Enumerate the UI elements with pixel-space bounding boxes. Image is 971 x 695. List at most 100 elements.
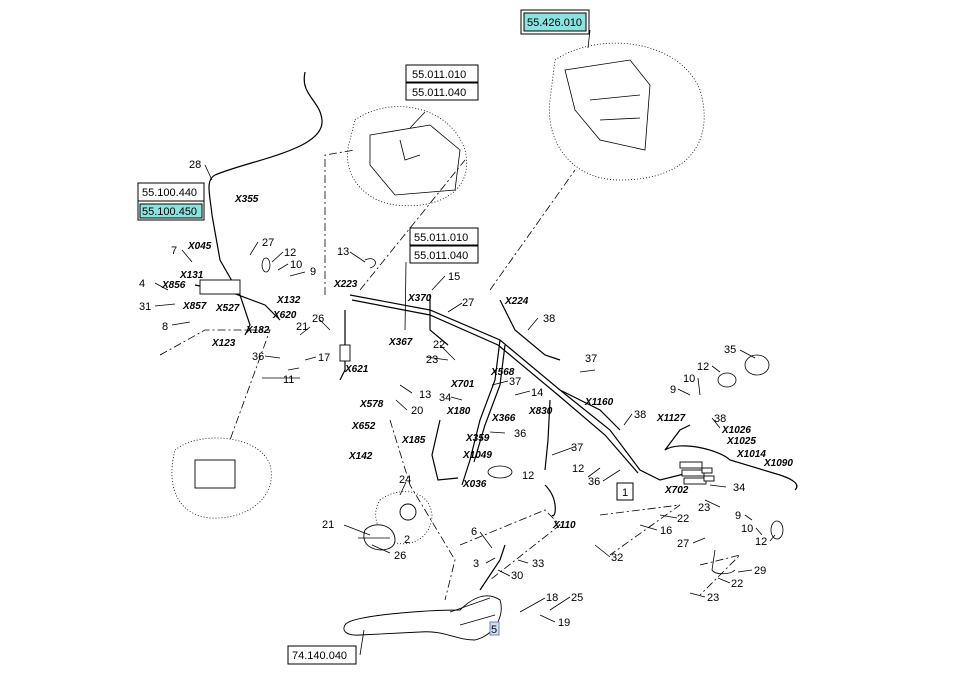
conn-x132: X132: [276, 295, 301, 306]
ref-55426010[interactable]: 55.426.010: [527, 17, 582, 29]
conn-x702: X702: [664, 485, 689, 496]
conn-x857: X857: [182, 301, 207, 312]
conn-x1049: X1049: [462, 450, 492, 461]
harness-main-2: [351, 299, 639, 474]
leader-battery: [159, 329, 271, 441]
item-3: 3: [473, 558, 479, 570]
item-8: 8: [162, 321, 168, 333]
leader-frame: [489, 169, 576, 291]
item-12-c: 12: [697, 361, 709, 373]
loop-35: [744, 354, 770, 376]
item-26-b: 26: [394, 550, 406, 562]
conn-x367: X367: [388, 337, 413, 348]
ref-box-55011010-a[interactable]: [405, 64, 479, 83]
armrest-cable: [479, 544, 506, 591]
item-18: 18: [546, 592, 558, 604]
item-37-b: 37: [571, 442, 583, 454]
item-12-d: 12: [755, 536, 767, 548]
leader-lines: [154, 29, 776, 656]
ref-55011040-b[interactable]: 55.011.040: [414, 250, 468, 262]
item-33: 33: [532, 558, 544, 570]
item-15: 15: [448, 271, 460, 283]
conn-x182: X182: [245, 325, 270, 336]
conn-x180: X180: [446, 406, 471, 417]
leader-right1: [599, 504, 681, 556]
item-9-a: 9: [310, 266, 316, 278]
item-16: 16: [660, 525, 672, 537]
ref-box-55011040-b[interactable]: [409, 245, 479, 264]
item-9-b: 9: [670, 384, 676, 396]
ref-55011010-b[interactable]: 55.011.010: [414, 232, 468, 244]
item-23-b: 23: [698, 502, 710, 514]
armrest: [343, 595, 502, 641]
item-36-a: 36: [252, 351, 264, 363]
item-25: 25: [571, 592, 583, 604]
loop-12-right: [770, 520, 784, 540]
ref-box-5[interactable]: [489, 621, 500, 636]
item-32-a: 32: [611, 552, 623, 564]
item-30: 30: [511, 570, 523, 582]
conn-x1127: X1127: [656, 413, 686, 424]
ref-box-74140040[interactable]: [287, 645, 357, 665]
battery: [194, 459, 236, 489]
ref-55100440[interactable]: 55.100.440: [142, 187, 197, 199]
ref-box-55011010-b[interactable]: [409, 227, 479, 246]
item-12-b: 12: [572, 463, 584, 475]
item-22-a: 22: [433, 339, 445, 351]
connector-block-5: [703, 475, 715, 482]
item-14: 14: [531, 387, 543, 399]
conn-x620: X620: [272, 310, 297, 321]
item-13-a: 13: [337, 246, 349, 258]
conn-x131: X131: [179, 270, 204, 281]
ref-box-55426010[interactable]: [523, 12, 587, 32]
cable-x830: [544, 399, 551, 471]
loop-12-center: [487, 465, 513, 479]
item-9-c: 9: [735, 510, 741, 522]
ref-74140040[interactable]: 74.140.040: [292, 650, 347, 662]
harness-center-2: [473, 344, 506, 463]
item-36-c: 36: [588, 476, 600, 488]
connector-labels: X355 X045 X131 X856 X857 X527 X132 X620 …: [161, 194, 793, 531]
cable-x1160: [559, 389, 621, 431]
item-26-a: 26: [312, 313, 324, 325]
ref-box-55011040-a[interactable]: [405, 82, 479, 101]
joystick-view: [375, 491, 433, 545]
conn-x1014: X1014: [736, 449, 766, 460]
loop-12-left: [261, 257, 271, 273]
harness-center: [461, 339, 501, 486]
item-27-a: 27: [262, 237, 274, 249]
conn-x370: X370: [407, 293, 432, 304]
item-17: 17: [318, 352, 330, 364]
ref-5[interactable]: 5: [491, 624, 497, 636]
armrest-detail: [449, 597, 496, 626]
leader-tank-right: [359, 159, 466, 291]
item-37-a: 37: [509, 376, 521, 388]
leader-joystick: [389, 419, 456, 601]
ref-box-55100450[interactable]: [139, 203, 203, 219]
conn-x123: X123: [211, 338, 236, 349]
conn-x527: X527: [215, 303, 240, 314]
conn-x1090: X1090: [763, 458, 793, 469]
conn-x110: X110: [552, 520, 576, 531]
conn-x355: X355: [234, 194, 259, 205]
connector-x621: [339, 344, 351, 362]
ref-55011010-a[interactable]: 55.011.010: [412, 69, 466, 81]
clip-29: [711, 549, 736, 575]
joystick: [363, 524, 396, 551]
item-35: 35: [724, 344, 736, 356]
item-7: 7: [171, 245, 177, 257]
loop-12-top: [717, 372, 737, 388]
connector-block-3: [683, 477, 707, 485]
item-10-c: 10: [741, 523, 753, 535]
ref-55011040-a[interactable]: 55.011.040: [412, 87, 466, 99]
cable-x370: [429, 295, 449, 346]
ref-55100450[interactable]: 55.100.450: [142, 206, 197, 218]
leader-tank: [324, 149, 356, 295]
item-4: 4: [139, 278, 145, 290]
ref-box-55100450-outer: [137, 200, 205, 221]
ref-1[interactable]: 1: [622, 487, 628, 499]
ref-box-1[interactable]: [616, 482, 634, 501]
conn-x652: X652: [351, 421, 376, 432]
item-19: 19: [558, 617, 570, 629]
cable-x110: [544, 484, 556, 517]
